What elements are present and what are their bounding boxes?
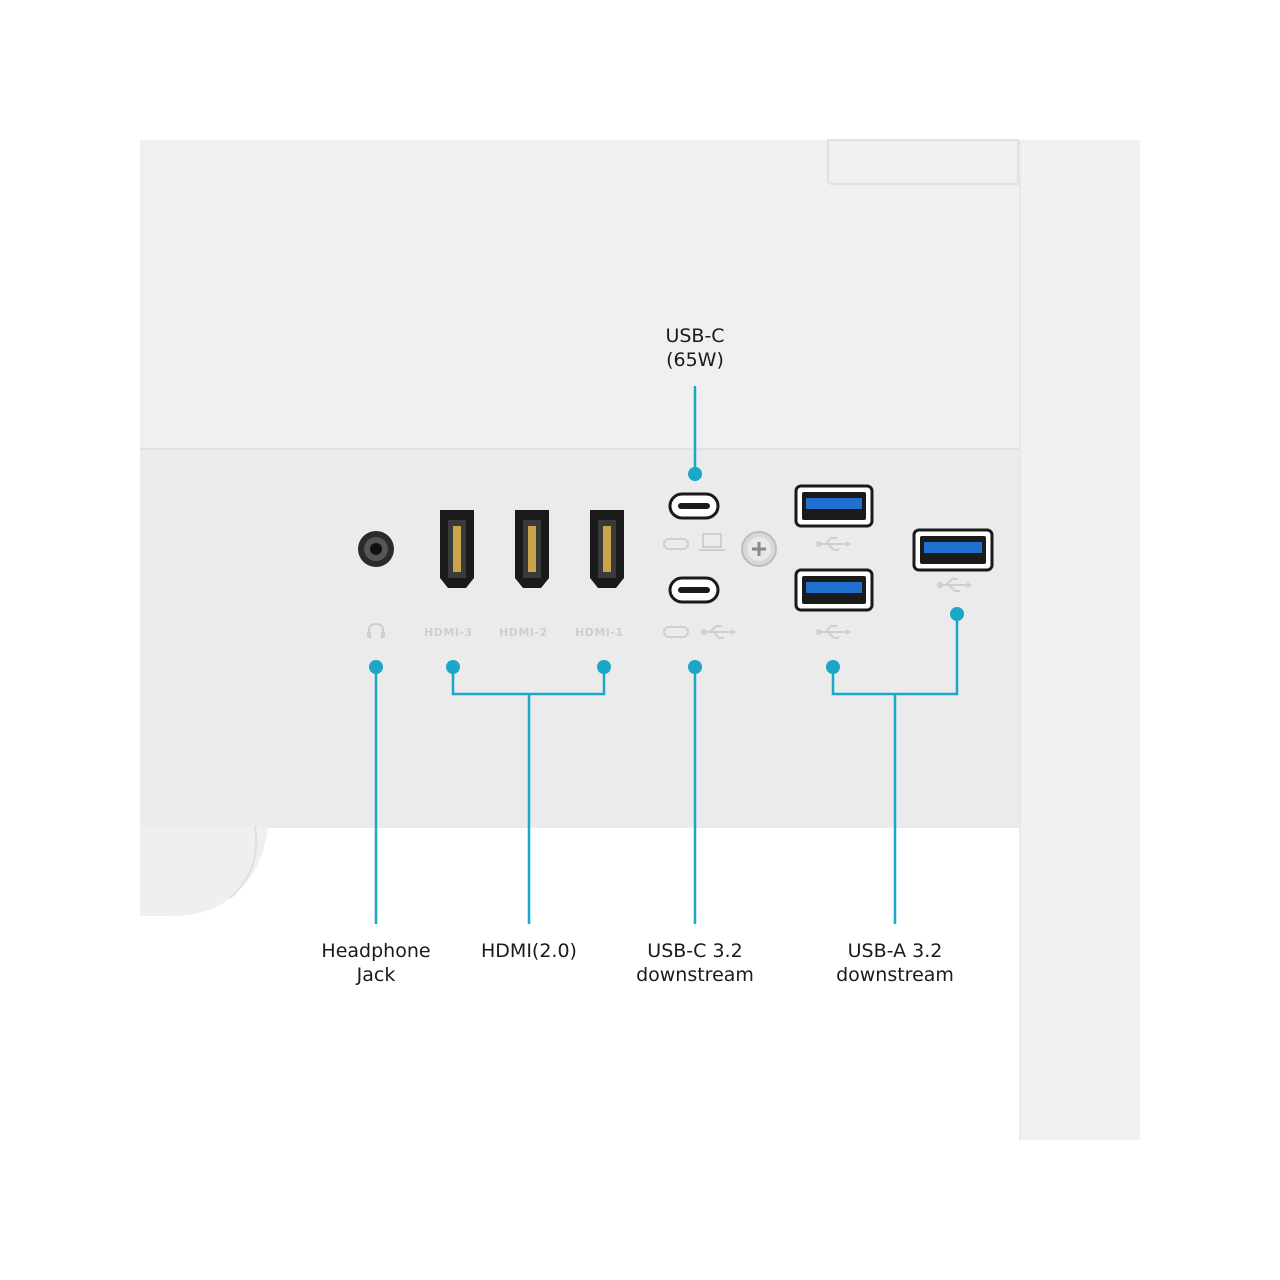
usb-c-down-label-line1: USB-C 3.2	[647, 940, 742, 962]
usb-a-down-label-line2: downstream	[836, 964, 954, 986]
usb-icon	[816, 625, 851, 639]
laptop-icon	[699, 533, 725, 551]
headphone-label-line2: Jack	[356, 964, 396, 986]
usb-a-port-2	[794, 568, 874, 612]
hdmi1-dot	[597, 660, 611, 674]
usb-a-3-dot	[950, 607, 964, 621]
usb-c-power-label-line2: (65W)	[666, 349, 724, 371]
usb-a-down-label-line1: USB-A 3.2	[848, 940, 943, 962]
usb-a-port-1	[794, 484, 874, 528]
hdmi-port-2	[515, 510, 549, 588]
monitor-body	[140, 139, 1140, 1140]
usb-c-power-silkscreen	[663, 538, 689, 550]
callout-dots	[369, 467, 964, 674]
headphone-dot	[369, 660, 383, 674]
usb-c-down-label-line2: downstream	[636, 964, 754, 986]
headphone-label-line1: Headphone	[321, 940, 430, 962]
hdmi-label: HDMI(2.0)	[481, 940, 577, 962]
usb-icon	[701, 625, 736, 639]
usb-icon	[816, 537, 851, 551]
hdmi-port-1	[590, 510, 624, 588]
usb-c-down-dot	[688, 660, 702, 674]
usb-c-power-label-line1: USB-C	[665, 325, 724, 347]
usb-a-1-dot	[826, 660, 840, 674]
usb-c-downstream-port	[668, 576, 720, 604]
usb-c-power-dot	[688, 467, 702, 481]
usb-c-downstream-silkscreen	[663, 626, 689, 638]
usb-icon	[937, 578, 972, 592]
hdmi-port-3	[440, 510, 474, 588]
headphone-jack	[358, 531, 394, 567]
usb-a-port-3	[912, 528, 994, 572]
usb-c-power-port	[668, 492, 720, 520]
hdmi1-silkscreen: HDMI-1	[575, 626, 624, 639]
hdmi2-silkscreen: HDMI-2	[499, 626, 548, 639]
screw-icon	[741, 531, 777, 567]
hdmi3-dot	[446, 660, 460, 674]
headphone-icon	[367, 622, 385, 638]
hdmi3-silkscreen: HDMI-3	[424, 626, 473, 639]
callout-lines	[374, 386, 959, 924]
